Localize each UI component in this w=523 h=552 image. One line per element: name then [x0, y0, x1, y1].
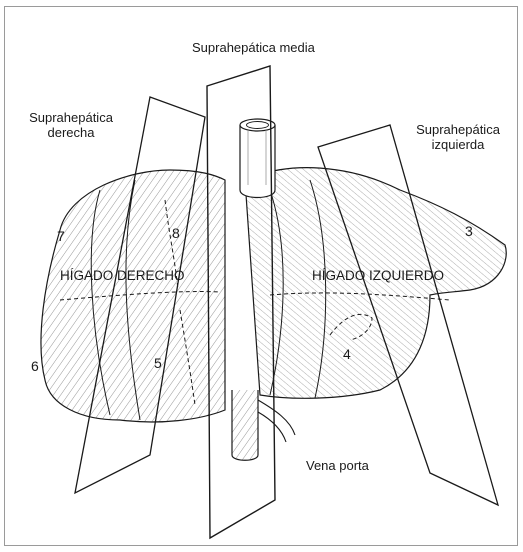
label-vena-porta: Vena porta	[306, 458, 369, 473]
segment-3: 3	[465, 224, 473, 239]
label-suprahepatica-izquierda: Suprahepática izquierda	[408, 122, 508, 152]
label-higado-derecho: HÍGADO DERECHO	[60, 268, 185, 283]
vena-cava	[240, 119, 275, 198]
segment-5: 5	[154, 356, 162, 371]
label-suprahepatica-izquierda-line1: Suprahepática	[408, 122, 508, 137]
label-suprahepatica-media: Suprahepática media	[192, 40, 315, 55]
portal-vein	[232, 390, 295, 460]
segment-6: 6	[31, 359, 39, 374]
label-suprahepatica-derecha: Suprahepática derecha	[26, 110, 116, 140]
segment-7: 7	[57, 229, 65, 244]
label-higado-izquierdo: HÍGADO IZQUIERDO	[312, 268, 444, 283]
label-suprahepatica-derecha-line1: Suprahepática	[26, 110, 116, 125]
right-liver-lobe	[41, 170, 225, 422]
segment-4: 4	[343, 347, 351, 362]
label-suprahepatica-izquierda-line2: izquierda	[408, 137, 508, 152]
segment-8: 8	[172, 226, 180, 241]
label-suprahepatica-derecha-line2: derecha	[26, 125, 116, 140]
